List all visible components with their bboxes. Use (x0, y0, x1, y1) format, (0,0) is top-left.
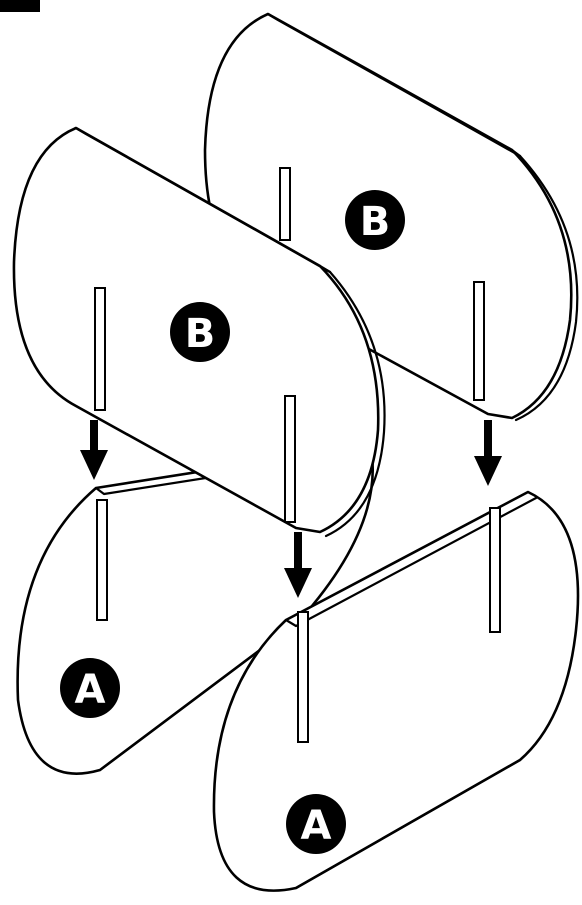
corner-tab (0, 0, 40, 12)
arrow-left (80, 420, 108, 480)
slot-board-a-front-left (297, 611, 309, 743)
badge-a-front: A (286, 794, 346, 854)
badge-b-back: B (345, 190, 405, 250)
arrow-middle (284, 532, 312, 598)
badge-b-back-label: B (360, 199, 391, 245)
board-a-back: A (16, 446, 374, 775)
badge-b-front-label: B (185, 311, 216, 357)
slot-board-a-front-right (489, 507, 501, 633)
slot-board-a-back (96, 499, 108, 621)
board-b-front: B (12, 126, 386, 538)
slot-board-b-back-left (279, 167, 291, 241)
slot-board-b-front-left (94, 287, 106, 411)
arrow-right (474, 420, 502, 486)
badge-a-front-label: A (301, 803, 332, 849)
board-a-front: A (212, 490, 580, 892)
board-b-back: B (203, 12, 579, 422)
slot-board-b-front-right (284, 395, 296, 523)
slot-board-b-back-right (473, 281, 485, 401)
badge-b-front: B (170, 302, 230, 362)
badge-a-back: A (60, 658, 120, 718)
badge-a-back-label: A (75, 667, 106, 713)
